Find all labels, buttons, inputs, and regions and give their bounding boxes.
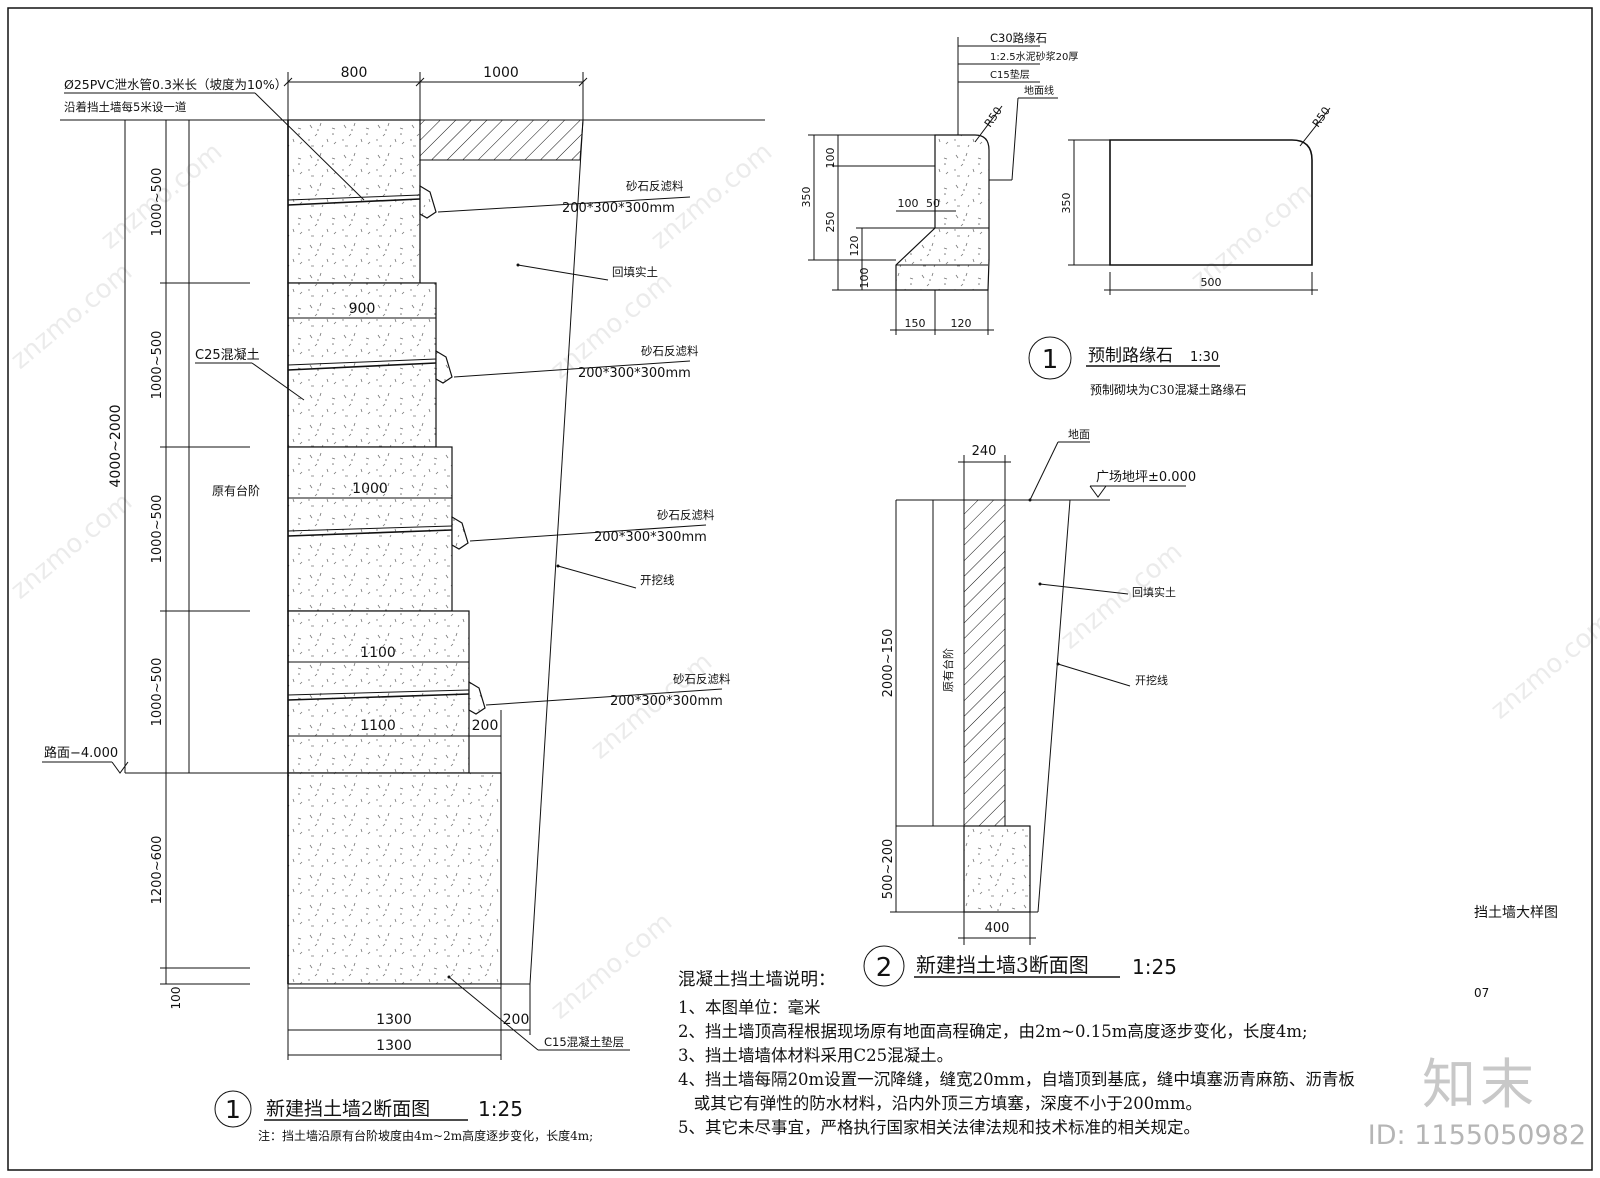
filter-size-1: 200*300*300mm: [562, 201, 675, 216]
curb-layer-2: 1:2.5水泥砂浆20厚: [990, 50, 1078, 63]
filter-size-4: 200*300*300mm: [610, 694, 723, 709]
concrete-label: C25混凝土: [195, 347, 260, 363]
base-dim-2: 200: [503, 1012, 530, 1028]
note-item: 4、挡土墙每隔20m设置一沉降缝，缝宽20mm，自墙顶到基底，缝中填塞沥青麻筋、…: [678, 1070, 1355, 1089]
pipe-note-2: 沿着挡土墙每5米设一道: [64, 100, 187, 114]
step-width-1: 900: [349, 301, 376, 317]
step-offset: 200: [472, 718, 499, 734]
wall3-title: 新建挡土墙3断面图: [916, 953, 1089, 977]
watermark-text: znzmo.com: [5, 487, 138, 605]
dim-top-1: 800: [341, 65, 368, 81]
curb-block-h: 350: [1060, 193, 1073, 214]
topsoil-hatch: [419, 119, 584, 161]
dim-overall: 4000~2000: [108, 405, 124, 488]
curb-dim-t1: 100: [898, 197, 919, 210]
note-item: 1、本图单位：毫米: [678, 998, 821, 1017]
notes-title: 混凝土挡土墙说明：: [678, 970, 836, 990]
base-dim-1: 1300: [376, 1012, 412, 1028]
page-number: 07: [1474, 986, 1489, 1000]
curb-subtitle: 预制砌块为C30混凝土路缘石: [1090, 382, 1246, 397]
note-item: 2、挡土墙顶高程根据现场原有地面高程确定，由2m~0.15m高度逐步变化，长度4…: [678, 1022, 1308, 1041]
wall2-note: 注：挡土墙沿原有台阶坡度由4m~2m高度逐步变化，长度4m;: [258, 1128, 593, 1143]
curb-dim-v5: 100: [858, 268, 871, 289]
wall-footing: [287, 772, 502, 985]
wall3-section: 地面 广场地坪±0.000 240 原有台阶 回填实土 开挖线 2000~150…: [863, 428, 1196, 987]
cushion-label: C15混凝土垫层: [544, 1035, 624, 1049]
notes-panel: 混凝土挡土墙说明： 1、本图单位：毫米 2、挡土墙顶高程根据现场原有地面高程确定…: [678, 966, 1578, 1140]
backfill-label: 回填实土: [612, 265, 658, 279]
watermark-layer: znzmo.com znzmo.com znzmo.com znzmo.com …: [5, 137, 1600, 1025]
curb-scale: 1:30: [1190, 350, 1219, 365]
watermark-text: znzmo.com: [5, 257, 138, 375]
filter-label-2: 砂石反滤料: [641, 344, 699, 358]
existing-step-label: 原有台阶: [212, 483, 260, 498]
dim-left-5: 1200~600: [150, 836, 165, 905]
wall3-ground-label: 地面: [1068, 428, 1090, 441]
filter-label-4: 砂石反滤料: [673, 672, 731, 686]
note-item: 5、其它未尽事宜，严格执行国家相关法律法规和技术标准的相关规定。: [678, 1118, 1200, 1137]
wall3-excavation: 开挖线: [1135, 673, 1168, 687]
sheet-caption: 挡土墙大样图: [1474, 905, 1558, 921]
wall3-base-w: 400: [985, 921, 1010, 936]
sheet-border: [7, 7, 1593, 1171]
excavation-label: 开挖线: [640, 573, 675, 587]
dim-left-6: 100: [169, 987, 183, 1010]
wall3-scale: 1:25: [1132, 955, 1177, 979]
step-width-2: 1000: [352, 481, 388, 497]
wall3-level: 广场地坪±0.000: [1096, 470, 1196, 485]
curb-detail: C30路缘石 1:2.5水泥砂浆20厚 C15垫层 地面线 R50 100 25…: [800, 31, 1333, 397]
wall2-title: 新建挡土墙2断面图: [266, 1098, 430, 1120]
watermark-text: znzmo.com: [645, 137, 778, 255]
curb-ground-label: 地面线: [1024, 84, 1054, 97]
wall2-scale: 1:25: [478, 1097, 523, 1121]
curb-title-no: 1: [1042, 345, 1059, 375]
curb-dim-t2: 50: [926, 197, 940, 210]
filter-size-3: 200*300*300mm: [594, 530, 707, 545]
c15-cushion: [287, 983, 502, 989]
dim-left-2: 1000~500: [150, 331, 165, 400]
road-level: 路面−4.000: [44, 745, 118, 761]
curb-dim-v3: 350: [800, 187, 813, 208]
wall3-dim-v1: 2000~150: [881, 629, 896, 698]
curb-block-w: 500: [1201, 276, 1222, 289]
wall3-dim-v2: 500~200: [881, 839, 896, 900]
wall3-existing-step: 原有台阶: [941, 648, 955, 692]
base-dim-3: 1300: [376, 1038, 412, 1054]
filter-label-3: 砂石反滤料: [657, 508, 715, 522]
dim-left-1: 1000~500: [150, 168, 165, 237]
pipe-note: Ø25PVC泄水管0.3米长（坡度为10%）: [64, 77, 287, 92]
wall3-stem: [963, 499, 1006, 827]
wall3-backfill: 回填实土: [1132, 585, 1176, 599]
curb-dim-v2: 250: [824, 212, 837, 233]
curb-dim-b1: 150: [905, 317, 926, 330]
curb-dim-v1: 100: [824, 148, 837, 169]
wall2-section: 800 1000 1000~500: [42, 65, 765, 1143]
dim-left-4: 1000~500: [150, 658, 165, 727]
curb-layer-1: C30路缘石: [990, 31, 1047, 45]
curb-dim-b2: 120: [951, 317, 972, 330]
step-width-4: 1100: [360, 718, 396, 734]
wall3-footing: [963, 825, 1031, 913]
curb-dim-v4: 120: [848, 236, 861, 257]
watermark-text: znzmo.com: [1485, 607, 1600, 725]
curb-profile: [895, 134, 990, 291]
wall3-top-w: 240: [972, 444, 997, 459]
watermark-text: znzmo.com: [545, 907, 678, 1025]
filter-size-2: 200*300*300mm: [578, 366, 691, 381]
step-width-3: 1100: [360, 645, 396, 661]
dim-top-2: 1000: [483, 65, 519, 81]
note-item: 3、挡土墙墙体材料采用C25混凝土。: [678, 1046, 954, 1065]
curb-block: [1109, 139, 1313, 266]
filter-label-1: 砂石反滤料: [626, 179, 684, 193]
note-item: 或其它有弹性的防水材料，沿内外顶三方填塞，深度不小于200mm。: [678, 1094, 1203, 1113]
curb-title: 预制路缘石: [1088, 346, 1173, 366]
dim-left-3: 1000~500: [150, 495, 165, 564]
brand-logo: 知末: [1422, 1053, 1538, 1116]
wall3-title-no: 2: [876, 953, 893, 983]
wall2-title-no: 1: [225, 1095, 241, 1124]
wall-block-2: [287, 282, 437, 448]
brand-id: ID: 1155050982: [1367, 1120, 1586, 1151]
curb-layer-3: C15垫层: [990, 68, 1030, 81]
